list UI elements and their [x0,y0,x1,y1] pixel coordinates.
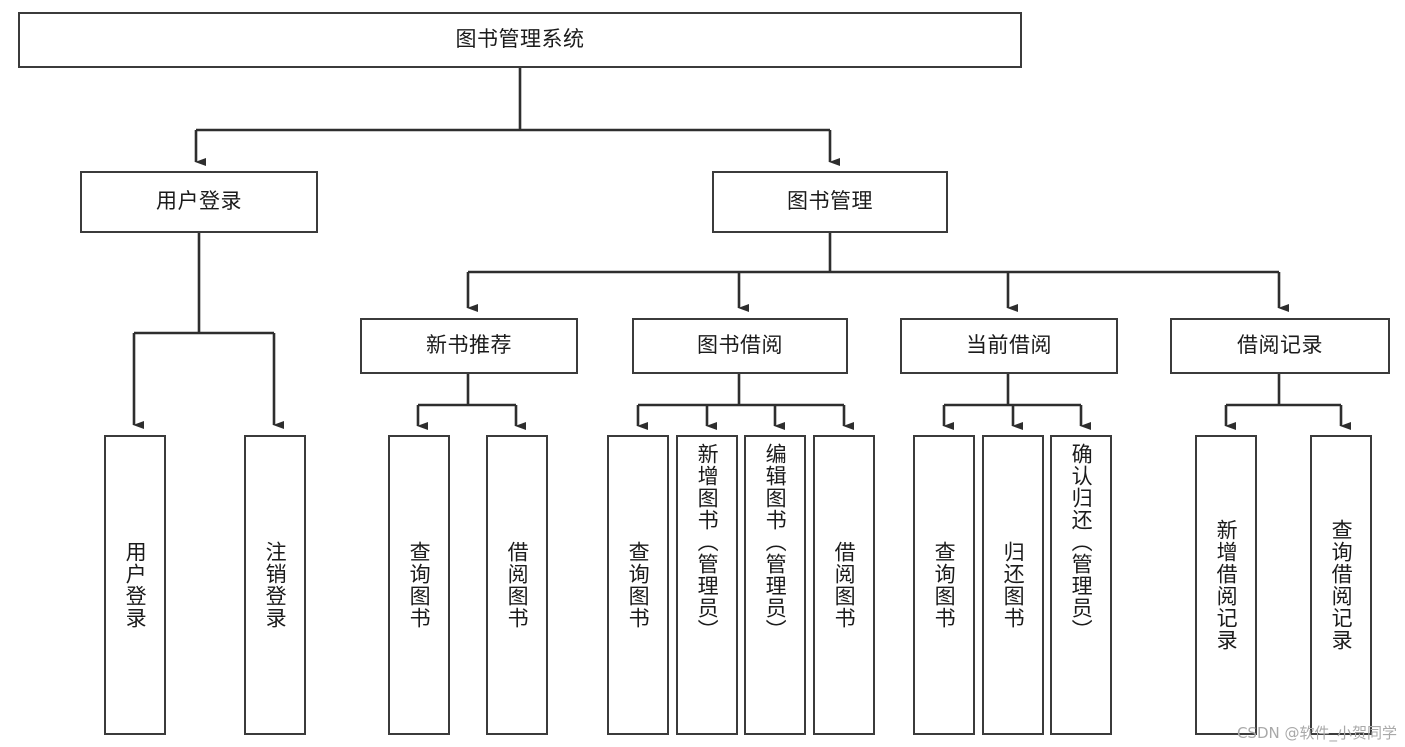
node-label: 查询借阅记录 [1329,519,1354,651]
node-new-book-recommend[interactable]: 新书推荐 [360,318,578,374]
node-label: 图书借阅 [697,333,783,358]
leaf-confirm-return-admin[interactable]: 确认归还（管理员） [1050,435,1112,735]
node-label: 新书推荐 [426,333,512,358]
leaf-logout-login[interactable]: 注销登录 [244,435,306,735]
node-label: 借阅图书 [832,541,857,629]
leaf-add-book-admin[interactable]: 新增图书（管理员） [676,435,738,735]
leaf-edit-book-admin[interactable]: 编辑图书（管理员） [744,435,806,735]
node-label: 查询图书 [407,541,432,629]
node-label: 查询图书 [932,541,957,629]
node-label: 当前借阅 [966,333,1052,358]
leaf-query-book-recommend[interactable]: 查询图书 [388,435,450,735]
node-label: 用户登录 [156,189,242,214]
leaf-borrow-book-recommend[interactable]: 借阅图书 [486,435,548,735]
node-borrow-record[interactable]: 借阅记录 [1170,318,1390,374]
node-label: 归还图书 [1001,541,1026,629]
node-current-borrow[interactable]: 当前借阅 [900,318,1118,374]
node-root-book-management-system[interactable]: 图书管理系统 [18,12,1022,68]
leaf-user-login[interactable]: 用户登录 [104,435,166,735]
leaf-query-book-borrow[interactable]: 查询图书 [607,435,669,735]
node-label: 查询图书 [626,541,651,629]
node-label: 借阅记录 [1237,333,1323,358]
node-label: 图书管理系统 [455,27,585,52]
leaf-query-book-current[interactable]: 查询图书 [913,435,975,735]
node-book-borrow[interactable]: 图书借阅 [632,318,848,374]
leaf-borrow-book[interactable]: 借阅图书 [813,435,875,735]
node-label: 新增图书（管理员） [695,443,720,641]
node-label: 用户登录 [123,541,148,629]
node-user-login[interactable]: 用户登录 [80,171,318,233]
watermark-text: CSDN @软件_小贺同学 [1236,724,1397,742]
node-label: 新增借阅记录 [1214,519,1239,651]
node-label: 借阅图书 [505,541,530,629]
leaf-add-borrow-record[interactable]: 新增借阅记录 [1195,435,1257,735]
node-label: 确认归还（管理员） [1069,443,1094,641]
node-label: 注销登录 [263,541,288,629]
leaf-return-book[interactable]: 归还图书 [982,435,1044,735]
node-book-management[interactable]: 图书管理 [712,171,948,233]
node-label: 图书管理 [787,189,873,214]
node-label: 编辑图书（管理员） [763,443,788,641]
leaf-query-borrow-record[interactable]: 查询借阅记录 [1310,435,1372,735]
